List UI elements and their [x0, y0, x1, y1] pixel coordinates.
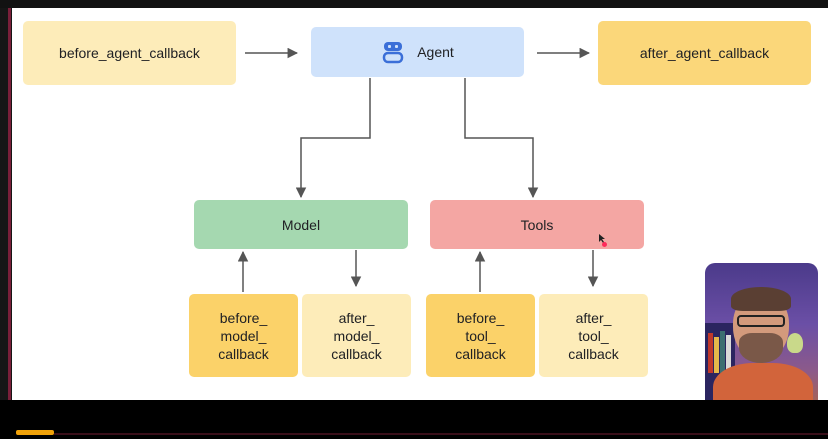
laser-pointer-icon	[602, 242, 607, 247]
before-tool-callback-box: before_ tool_ callback	[426, 294, 535, 377]
plant-decoration	[787, 333, 803, 353]
before-agent-callback-box: before_agent_callback	[23, 21, 236, 85]
video-progress-bar[interactable]	[16, 430, 54, 435]
after-tool-callback-label: after_ tool_ callback	[568, 309, 619, 362]
before-agent-callback-label: before_agent_callback	[59, 45, 200, 61]
glasses-icon	[737, 315, 785, 327]
before-model-callback-box: before_ model_ callback	[189, 294, 298, 377]
tools-label: Tools	[520, 216, 554, 233]
tools-box: Tools	[430, 200, 644, 249]
player-bottom-bar	[0, 400, 828, 439]
agent-box: Agent	[311, 27, 524, 77]
mouse-cursor-icon	[599, 234, 605, 243]
model-label: Model	[281, 216, 321, 233]
presenter-webcam	[705, 263, 818, 417]
after-agent-callback-label: after_agent_callback	[639, 45, 770, 61]
top-bar	[0, 0, 828, 8]
after-model-callback-box: after_ model_ callback	[302, 294, 411, 377]
before-tool-callback-label: before_ tool_ callback	[455, 309, 506, 362]
after-agent-callback-box: after_agent_callback	[598, 21, 811, 85]
robot-icon	[382, 42, 404, 64]
agent-label: Agent	[417, 44, 454, 60]
model-box: Model	[194, 200, 408, 249]
after-model-callback-label: after_ model_ callback	[331, 309, 382, 362]
before-model-callback-label: before_ model_ callback	[218, 309, 269, 362]
left-edge	[0, 8, 12, 400]
after-tool-callback-box: after_ tool_ callback	[539, 294, 648, 377]
